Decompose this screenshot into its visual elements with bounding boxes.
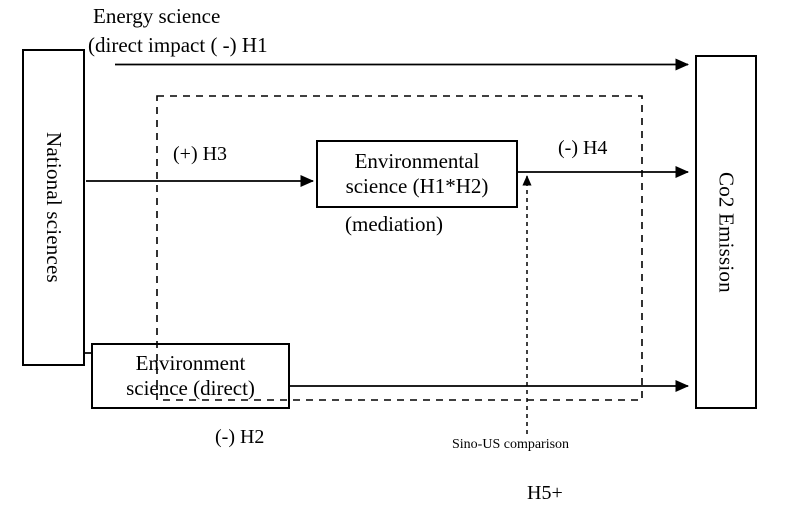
energy-science-title-line1: Energy science	[93, 4, 221, 28]
label-sino-us-comparison: Sino-US comparison	[452, 437, 570, 452]
label-h5: H5+	[527, 482, 563, 504]
node-environmental-science-mediation-line1: Environmental	[354, 149, 480, 174]
mediation-caption: (mediation)	[345, 212, 443, 236]
energy-science-title-line2: (direct impact ( -) H1	[88, 33, 268, 57]
label-h4: (-) H4	[558, 137, 608, 159]
node-environment-science-direct[interactable]: Environment science (direct)	[91, 343, 290, 409]
node-co2-emission[interactable]: Co2 Emission	[695, 55, 757, 409]
node-environmental-science-mediation[interactable]: Environmental science (H1*H2)	[316, 140, 518, 208]
label-h3: (+) H3	[173, 143, 228, 165]
node-environmental-science-mediation-line2: science (H1*H2)	[345, 174, 489, 198]
node-co2-emission-text: Co2 Emission	[714, 171, 739, 293]
node-environment-science-direct-line1: Environment	[135, 351, 246, 376]
node-national-sciences-text: National sciences	[42, 132, 66, 283]
node-environmental-science-mediation-text: Environmental science (H1*H2)	[318, 142, 516, 206]
node-national-sciences[interactable]: National sciences	[22, 49, 85, 366]
node-environment-science-direct-line2: science (direct)	[126, 376, 255, 400]
label-h2: (-) H2	[215, 426, 265, 448]
node-environment-science-direct-text: Environment science (direct)	[93, 345, 288, 407]
